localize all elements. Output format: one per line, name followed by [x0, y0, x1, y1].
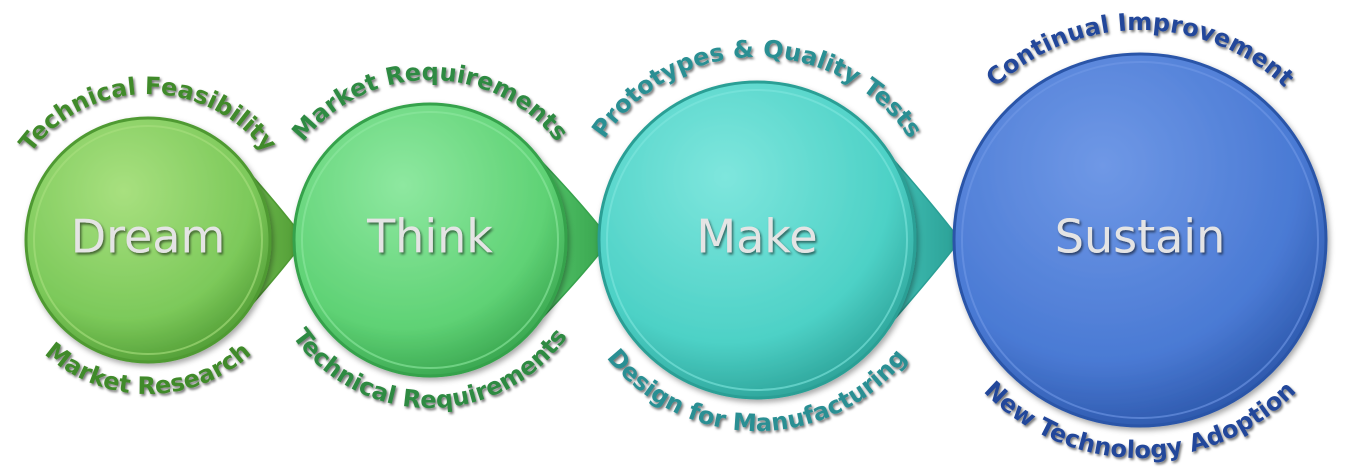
think-label: Think [366, 210, 493, 264]
stage-labels: Dream Think Make Sustain [71, 210, 1226, 264]
stage-circles [24, 52, 1328, 428]
dream-label: Dream [71, 210, 226, 264]
think-circle-inner-ring [301, 111, 559, 369]
dream-circle [24, 116, 272, 364]
dream-circle-inner-ring [33, 125, 263, 355]
sustain-label: Sustain [1055, 210, 1225, 264]
make-circle [597, 80, 917, 400]
sustain-circle [952, 52, 1328, 428]
think-circle [292, 102, 568, 378]
make-circle-inner-ring [606, 89, 908, 391]
make-label: Make [696, 210, 817, 264]
sustain-circle-inner-ring [961, 61, 1319, 419]
